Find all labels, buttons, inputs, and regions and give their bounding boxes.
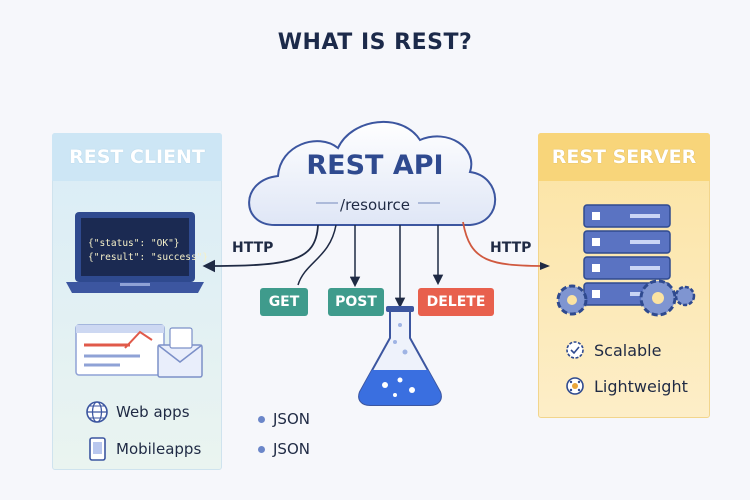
check-badge-icon	[566, 341, 584, 359]
http-right-arrow	[462, 221, 549, 267]
delete-method-badge: DELETE	[418, 288, 494, 316]
json-bullet-2: JSON	[258, 440, 310, 458]
code-line-status: {"status": "OK"}	[88, 238, 180, 249]
browser-mail-icon	[75, 324, 203, 378]
globe-icon	[86, 401, 108, 423]
post-method-badge: POST	[328, 288, 384, 316]
rest-server-heading: REST SERVER	[538, 133, 710, 181]
http-right-arrowhead	[540, 262, 550, 270]
get-method-badge: GET	[260, 288, 308, 316]
resource-path: /resource	[340, 196, 410, 214]
http-left-arrow	[202, 224, 319, 273]
page-title: WHAT IS REST?	[277, 30, 473, 55]
http-right-label: HTTP	[490, 240, 532, 256]
get-connector	[297, 224, 337, 286]
scalable-label: Scalable	[594, 341, 662, 360]
web-apps-label: Web apps	[116, 403, 190, 421]
rest-client-panel	[52, 133, 222, 470]
mobile-phone-icon	[89, 437, 106, 461]
http-left-label: HTTP	[232, 240, 274, 256]
json-label: JSON	[273, 410, 310, 428]
rest-api-title: REST API	[306, 150, 444, 181]
gear-icon	[556, 279, 696, 317]
mobile-apps-label: Mobileapps	[116, 440, 202, 458]
json-bullet-1: JSON	[258, 410, 310, 428]
laptop-icon	[66, 212, 204, 293]
code-line-result: {"result": "success"}	[88, 252, 209, 263]
lightweight-label: Lightweight	[594, 377, 688, 396]
cloud-icon	[248, 120, 497, 226]
json-label: JSON	[273, 440, 310, 458]
feather-icon	[566, 377, 584, 395]
beaker-icon	[358, 306, 442, 406]
rest-client-heading: REST CLIENT	[52, 133, 222, 181]
